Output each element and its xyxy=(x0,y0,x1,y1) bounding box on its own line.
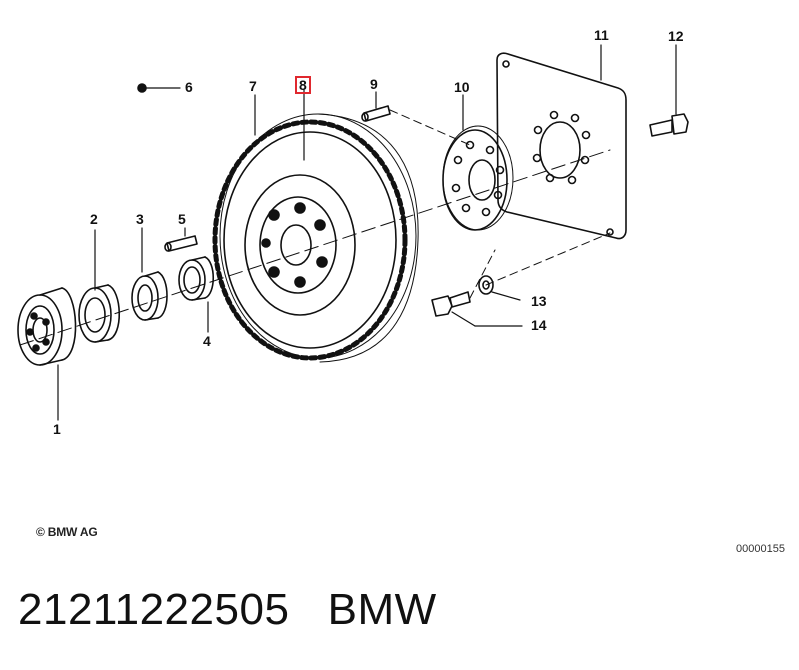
part-13-washer xyxy=(478,275,521,301)
callout-5: 5 xyxy=(178,211,186,227)
callout-11: 11 xyxy=(594,27,609,43)
part-14-bolt xyxy=(431,291,523,327)
callout-7: 7 xyxy=(249,78,257,94)
diagram-id: 00000155 xyxy=(736,543,785,555)
part-6-ball xyxy=(137,83,181,93)
axis-line xyxy=(19,149,611,346)
callout-10: 10 xyxy=(454,79,470,95)
callout-14: 14 xyxy=(531,317,547,333)
callout-2: 2 xyxy=(90,211,98,227)
part-7-8-flywheel xyxy=(212,89,419,363)
callout-13: 13 xyxy=(531,293,547,309)
caption-gap xyxy=(289,585,327,634)
callout-3: 3 xyxy=(136,211,144,227)
part-11-plate xyxy=(496,44,627,240)
footer-caption: 21211222505 BMW xyxy=(18,585,437,635)
part-1-bearing xyxy=(17,287,77,366)
part-12-bolt xyxy=(649,44,689,137)
brand-name: BMW xyxy=(327,585,437,634)
callout-4: 4 xyxy=(203,333,211,349)
part-4-seal-ring xyxy=(178,256,215,333)
part-10-flange xyxy=(442,94,514,231)
callout-6: 6 xyxy=(185,79,193,95)
callout-8-highlighted: 8 xyxy=(295,76,311,94)
copyright-notice: © BMW AG xyxy=(36,525,98,539)
exploded-parts-diagram xyxy=(17,44,689,421)
part-number: 21211222505 xyxy=(18,585,290,634)
callout-1: 1 xyxy=(53,421,61,437)
part-5-pin xyxy=(164,227,198,252)
callout-12: 12 xyxy=(668,28,684,44)
part-9-pin xyxy=(361,91,391,122)
part-2-seal xyxy=(78,229,120,343)
callout-9: 9 xyxy=(370,76,378,92)
part-3-ring xyxy=(131,227,168,321)
